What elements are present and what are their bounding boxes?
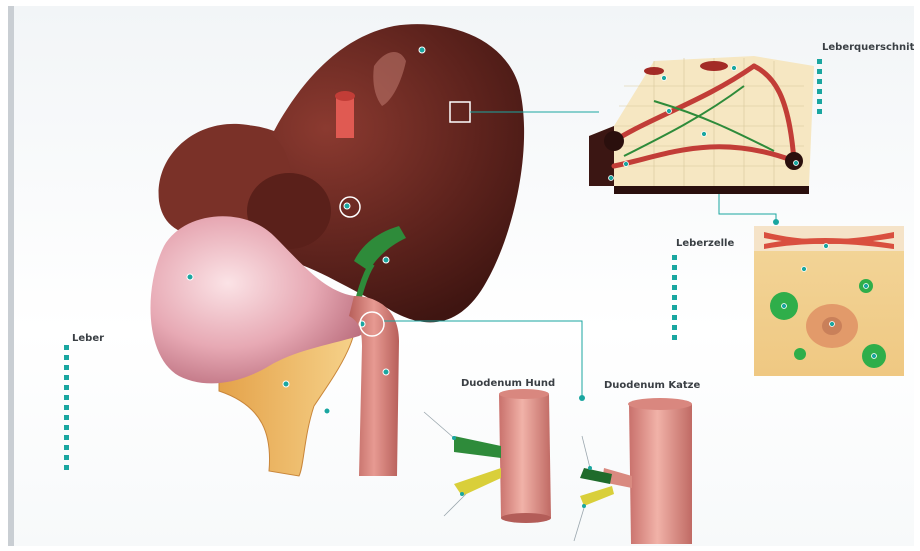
- bullet-icon: [817, 99, 822, 104]
- legend-item: [64, 372, 194, 382]
- bullet-icon: [817, 109, 822, 114]
- legend-item: [672, 322, 750, 332]
- bullet-icon: [672, 295, 677, 300]
- legend-item: [64, 432, 194, 442]
- bullet-icon: [64, 355, 69, 360]
- bullet-icon: [672, 335, 677, 340]
- duodenum-katze-title: Duodenum Katze: [604, 380, 700, 391]
- legend-leberzelle-title: Leberzelle: [676, 238, 734, 249]
- legend-item: [672, 272, 750, 282]
- legend-item: [64, 462, 194, 472]
- legend-item: [64, 382, 194, 392]
- legend-item: [672, 252, 750, 262]
- anatomy-canvas: Leber Leberquerschnitt Leberzelle Duoden…: [8, 6, 914, 546]
- legend-item: [672, 312, 750, 322]
- legend-item: [817, 56, 913, 66]
- bullet-icon: [64, 395, 69, 400]
- legend-item: [64, 392, 194, 402]
- legend-item: [817, 76, 913, 86]
- duodenum-cat: [574, 398, 692, 544]
- bullet-icon: [672, 265, 677, 270]
- legend-item: [672, 292, 750, 302]
- bullet-icon: [672, 275, 677, 280]
- legend-leberquerschnitt-title: Leberquerschnitt: [822, 42, 914, 53]
- legend-item: [64, 422, 194, 432]
- legend-item: [817, 66, 913, 76]
- legend-item: [817, 86, 913, 96]
- bullet-icon: [64, 405, 69, 410]
- bullet-icon: [64, 345, 69, 350]
- bullet-icon: [817, 89, 822, 94]
- legend-item: [64, 412, 194, 422]
- legend-leberquerschnitt: Leberquerschnitt: [822, 42, 914, 53]
- bullet-icon: [64, 455, 69, 460]
- legend-item: [64, 442, 194, 452]
- legend-leberzelle-list: [672, 252, 750, 342]
- bullet-icon: [672, 315, 677, 320]
- duodenum-hund-title: Duodenum Hund: [461, 378, 555, 389]
- liver-cell: [754, 226, 904, 376]
- bullet-icon: [672, 285, 677, 290]
- legend-leberzelle: Leberzelle: [676, 238, 734, 249]
- legend-item: [64, 362, 194, 372]
- bullet-icon: [64, 385, 69, 390]
- bullet-icon: [817, 59, 822, 64]
- legend-item: [817, 106, 913, 116]
- bullet-icon: [64, 415, 69, 420]
- legend-item: [817, 96, 913, 106]
- bullet-icon: [64, 425, 69, 430]
- bullet-icon: [817, 69, 822, 74]
- bullet-icon: [672, 325, 677, 330]
- legend-item: [672, 332, 750, 342]
- bullet-icon: [672, 255, 677, 260]
- bullet-icon: [817, 79, 822, 84]
- bullet-icon: [64, 365, 69, 370]
- legend-item: [64, 452, 194, 462]
- legend-leber-list: [64, 342, 194, 472]
- legend-item: [64, 352, 194, 362]
- bullet-icon: [672, 305, 677, 310]
- liver-cross-section: [589, 56, 814, 194]
- legend-item: [672, 302, 750, 312]
- legend-item: [64, 342, 194, 352]
- duodenum-dog: [424, 389, 551, 523]
- legend-item: [64, 402, 194, 412]
- bullet-icon: [64, 375, 69, 380]
- legend-item: [672, 282, 750, 292]
- legend-leberquerschnitt-list: [817, 56, 913, 116]
- bullet-icon: [64, 465, 69, 470]
- bullet-icon: [64, 445, 69, 450]
- legend-item: [672, 262, 750, 272]
- bullet-icon: [64, 435, 69, 440]
